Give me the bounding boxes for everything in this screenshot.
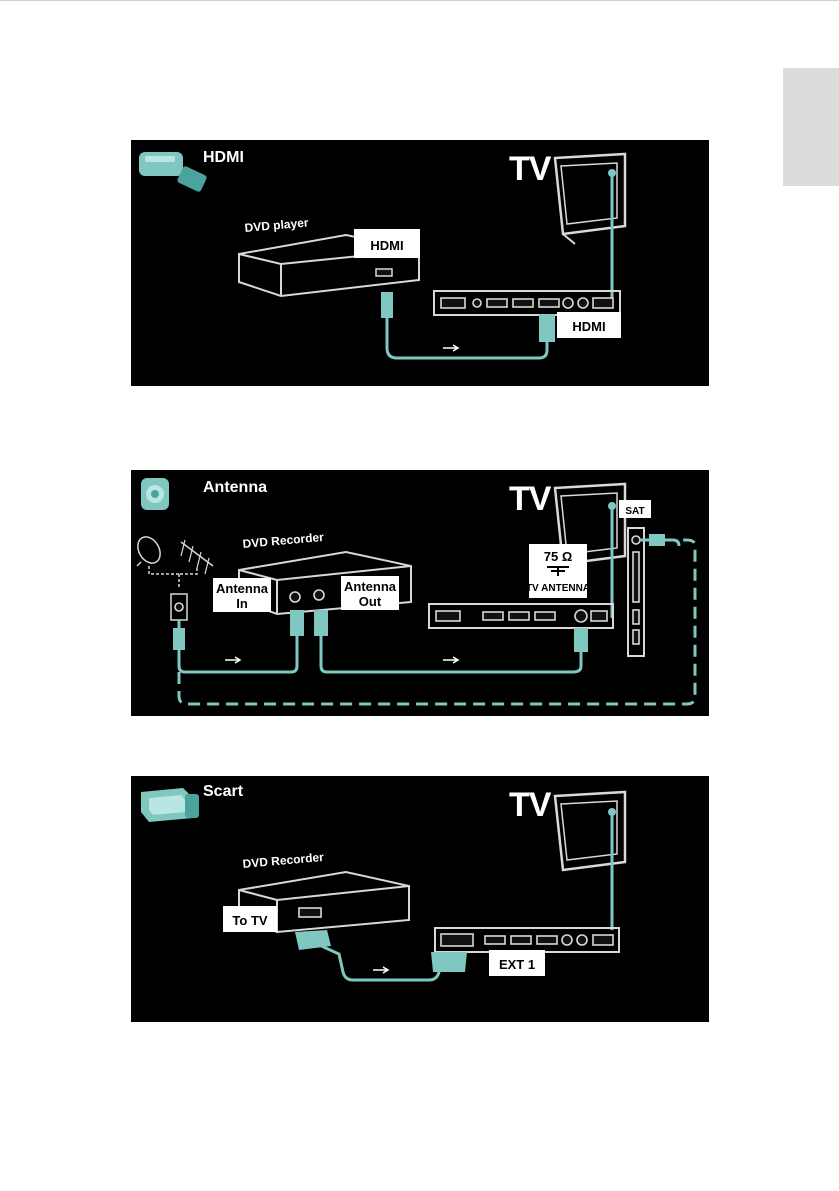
- ext1-label: EXT 1: [499, 957, 535, 972]
- top-rule: [0, 0, 839, 1]
- panel-title: Antenna: [203, 479, 267, 496]
- scart-diagram: Scart TV DVD Recorder To TV EXT 1: [141, 783, 627, 982]
- antenna-out-label-1: Antenna: [344, 579, 397, 594]
- aerial-icon: [180, 539, 214, 575]
- antenna-diagram: Antenna TV SAT DVD Recorder: [136, 478, 697, 706]
- hdmi-diagram: HDMI TV DVD player HDMI HDMI: [139, 149, 627, 360]
- device-label: DVD Recorder: [242, 530, 325, 551]
- wall-socket-icon: [170, 593, 188, 621]
- to-tv-label: To TV: [232, 913, 267, 928]
- tv-icon: [553, 790, 627, 872]
- antenna-in-label-1: Antenna: [216, 581, 269, 596]
- panel-title: Scart: [203, 783, 244, 800]
- ohm-label: 75 Ω: [544, 549, 573, 564]
- tv-label: TV: [509, 480, 552, 518]
- antenna-plug-icon: [141, 478, 169, 510]
- device-label: DVD player: [244, 215, 309, 235]
- antenna-out-label-2: Out: [359, 594, 382, 609]
- tv-connector-panel: [434, 927, 620, 953]
- side-tab: [783, 68, 839, 186]
- antenna-connection-panel: Antenna TV SAT DVD Recorder: [131, 470, 709, 716]
- hdmi-connection-panel: HDMI TV DVD player HDMI HDMI: [131, 140, 709, 386]
- tv-connector-panel: [433, 290, 621, 316]
- antenna-symbol-icon: [547, 566, 569, 576]
- tv-connector-panel: [428, 603, 614, 629]
- tv-label: TV: [509, 786, 552, 824]
- hdmi-source-tag: [354, 229, 420, 258]
- hdmi-source-label: HDMI: [370, 238, 403, 253]
- ext1-tag: [489, 950, 545, 976]
- panel-title: HDMI: [203, 149, 244, 166]
- tv-hdmi-tag: [557, 312, 621, 338]
- to-tv-tag: [223, 906, 277, 932]
- tv-antenna-label: TV ANTENNA: [526, 583, 590, 594]
- sat-tag: [619, 500, 651, 518]
- antenna-in-label-2: In: [236, 596, 248, 611]
- scart-plug-icon: [141, 788, 199, 822]
- scart-connection-panel: Scart TV DVD Recorder To TV EXT 1: [131, 776, 709, 1022]
- sat-label: SAT: [625, 506, 644, 517]
- tv-icon: [553, 482, 627, 566]
- satellite-dish-icon: [136, 536, 161, 567]
- tv-label: TV: [509, 150, 552, 188]
- tv-side-panel: [627, 527, 645, 657]
- device-label: DVD Recorder: [242, 850, 325, 871]
- tv-icon: [553, 152, 627, 245]
- hdmi-plug-icon: [139, 152, 207, 192]
- tv-hdmi-label: HDMI: [572, 319, 605, 334]
- antenna-out-tag: [341, 576, 399, 610]
- antenna-in-tag: [213, 578, 271, 612]
